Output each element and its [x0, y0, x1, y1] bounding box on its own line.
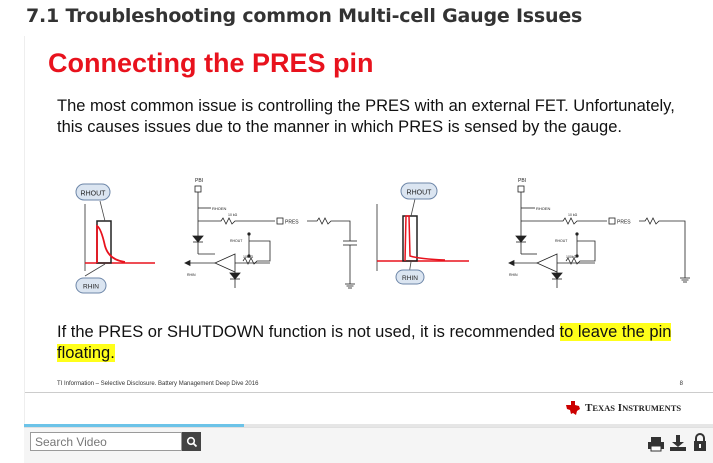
- slide-body-text: The most common issue is controlling the…: [57, 97, 675, 136]
- recommendation-text: If the PRES or SHUTDOWN function is not …: [57, 322, 697, 364]
- pbi-label-left: PBI: [195, 178, 203, 184]
- search-video-input[interactable]: [30, 432, 182, 451]
- rhout-bubble-left: RHOUT: [81, 191, 107, 198]
- pres-circuit-diagrams: RHOUT RHIN PBI RHOEN 10 kΩ PRES RHOUT: [75, 178, 690, 294]
- schematic-left: PBI RHOEN 10 kΩ PRES RHOUT: [184, 178, 357, 289]
- search-icon: [186, 436, 197, 447]
- slide-page-number: 8: [679, 381, 683, 387]
- rhin-label-small-right: RHIN: [509, 273, 518, 277]
- slide-frame: Connecting the PRES pin The most common …: [24, 36, 713, 424]
- download-button[interactable]: [669, 430, 687, 452]
- pres-label-right: PRES: [617, 220, 631, 226]
- slide-heading: Connecting the PRES pin: [48, 48, 374, 78]
- rhin-label-small-left: RHIN: [187, 273, 196, 277]
- waveform-right: RHOUT RHIN: [376, 182, 469, 285]
- slide-divider: [25, 392, 713, 393]
- download-icon: [670, 435, 686, 451]
- rhout-bubble-right: RHOUT: [407, 190, 433, 197]
- schematic-right: PBI RHOEN 10 kΩ PRES RHOUT RHIN: [508, 178, 690, 288]
- video-progress-bar[interactable]: [24, 424, 713, 427]
- search-button[interactable]: [182, 432, 201, 451]
- video-control-bar: [24, 427, 713, 463]
- pbi-label-right: PBI: [518, 178, 526, 184]
- video-progress-fill: [24, 424, 245, 427]
- print-button[interactable]: [647, 430, 665, 452]
- r100k-label-right: 100kΩ: [566, 255, 577, 259]
- pres-label-left: PRES: [285, 220, 299, 226]
- rhin-bubble-left: RHIN: [83, 284, 99, 291]
- toolbar-icons: [647, 430, 709, 452]
- rhout-label-right: RHOUT: [555, 239, 568, 243]
- page-title: 7.1 Troubleshooting common Multi-cell Ga…: [26, 5, 583, 27]
- rhin-bubble-right: RHIN: [402, 275, 418, 282]
- r10k-label-left: 10 kΩ: [228, 213, 238, 217]
- ti-logo-text: TEXAS INSTRUMENTS: [585, 402, 682, 414]
- rhout-label-left: RHOUT: [230, 239, 243, 243]
- rhoen-label-right: RHOEN: [536, 206, 551, 211]
- texas-instruments-logo: TEXAS INSTRUMENTS: [565, 400, 681, 416]
- waveform-left: RHOUT RHIN: [75, 183, 155, 294]
- lock-button[interactable]: [691, 430, 709, 452]
- print-icon: [648, 437, 664, 452]
- recommendation-prefix: If the PRES or SHUTDOWN function is not …: [57, 323, 560, 341]
- slide-footer-note: TI Information – Selective Disclosure. B…: [57, 381, 259, 387]
- rhoen-label-left: RHOEN: [212, 206, 227, 211]
- r10k-label-right: 10 kΩ: [568, 213, 578, 217]
- lock-icon: [694, 433, 706, 451]
- ti-state-icon: [566, 401, 580, 415]
- r100k-label-left: 100kΩ: [243, 255, 254, 259]
